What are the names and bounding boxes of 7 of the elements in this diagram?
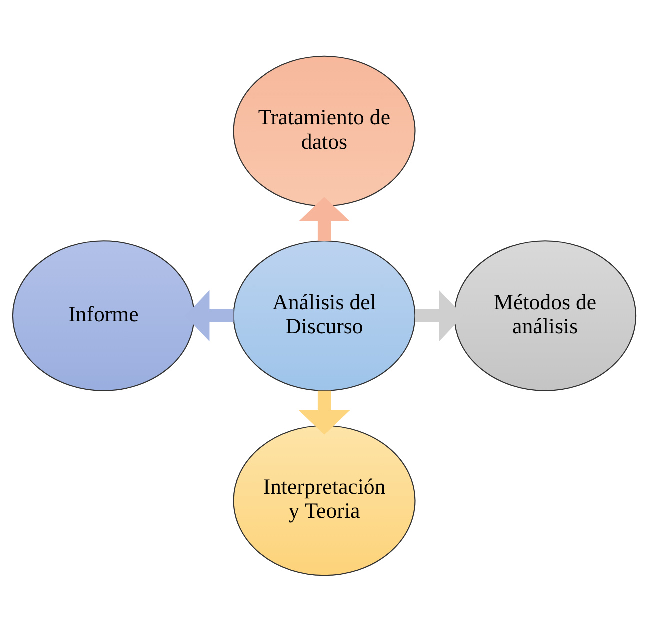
arrow [298,390,350,435]
node-ellipse: Interpretación y Teoria [233,425,416,576]
node-ellipse: Análisis del Discurso [233,240,416,392]
arrow [298,197,350,242]
node-ellipse: Tratamiento de datos [233,56,416,207]
node-ellipse: Informe [12,240,195,392]
node-ellipse: Métodos de análisis [454,240,637,392]
